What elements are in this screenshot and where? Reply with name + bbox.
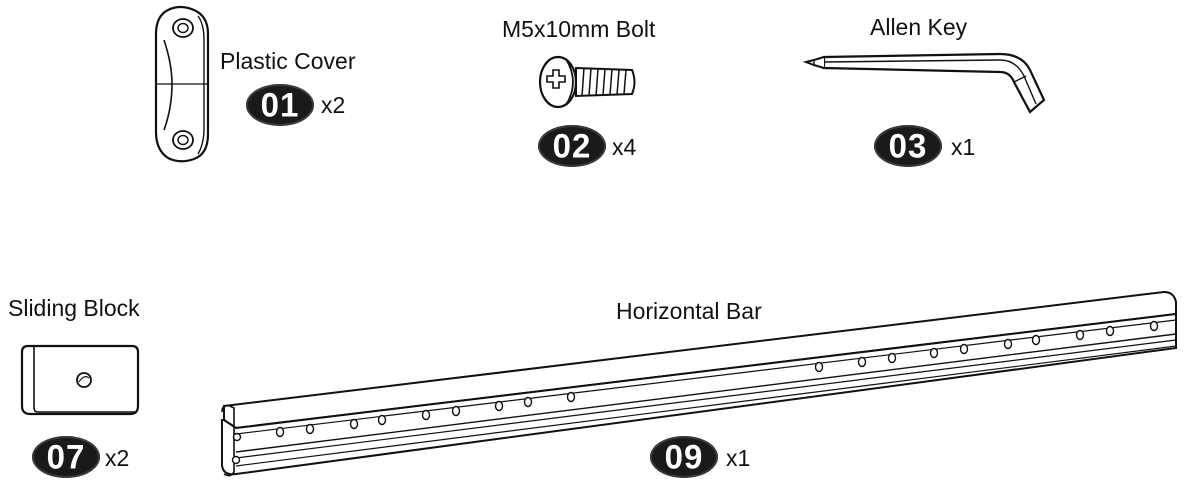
part-number: 07 xyxy=(46,437,86,476)
part-number-badge-02: 02 xyxy=(538,125,606,167)
sliding-block-quantity: x2 xyxy=(105,445,130,471)
part-number-badge-07: 07 xyxy=(32,436,100,478)
allen-key-icon xyxy=(800,48,1050,120)
horizontal-bar-label: Horizontal Bar xyxy=(616,298,762,324)
allen-key-quantity: x1 xyxy=(951,134,976,160)
bolt-label: M5x10mm Bolt xyxy=(502,16,656,42)
part-number-badge-09: 09 xyxy=(650,436,718,478)
plastic-cover-icon xyxy=(150,4,214,164)
part-number: 02 xyxy=(552,126,592,165)
part-number-badge-03: 03 xyxy=(874,125,942,167)
plastic-cover-quantity: x2 xyxy=(321,92,346,118)
plastic-cover-label: Plastic Cover xyxy=(220,48,356,74)
part-number: 01 xyxy=(260,85,300,124)
bolt-icon xyxy=(536,54,640,110)
part-number: 09 xyxy=(664,437,704,476)
horizontal-bar-quantity: x1 xyxy=(726,445,751,471)
part-number-badge-01: 01 xyxy=(246,84,314,126)
allen-key-label: Allen Key xyxy=(870,14,968,40)
bolt-quantity: x4 xyxy=(612,134,637,160)
sliding-block-icon xyxy=(18,342,142,418)
horizontal-bar-icon xyxy=(214,288,1184,488)
part-number: 03 xyxy=(888,126,928,165)
sliding-block-label: Sliding Block xyxy=(8,295,140,321)
